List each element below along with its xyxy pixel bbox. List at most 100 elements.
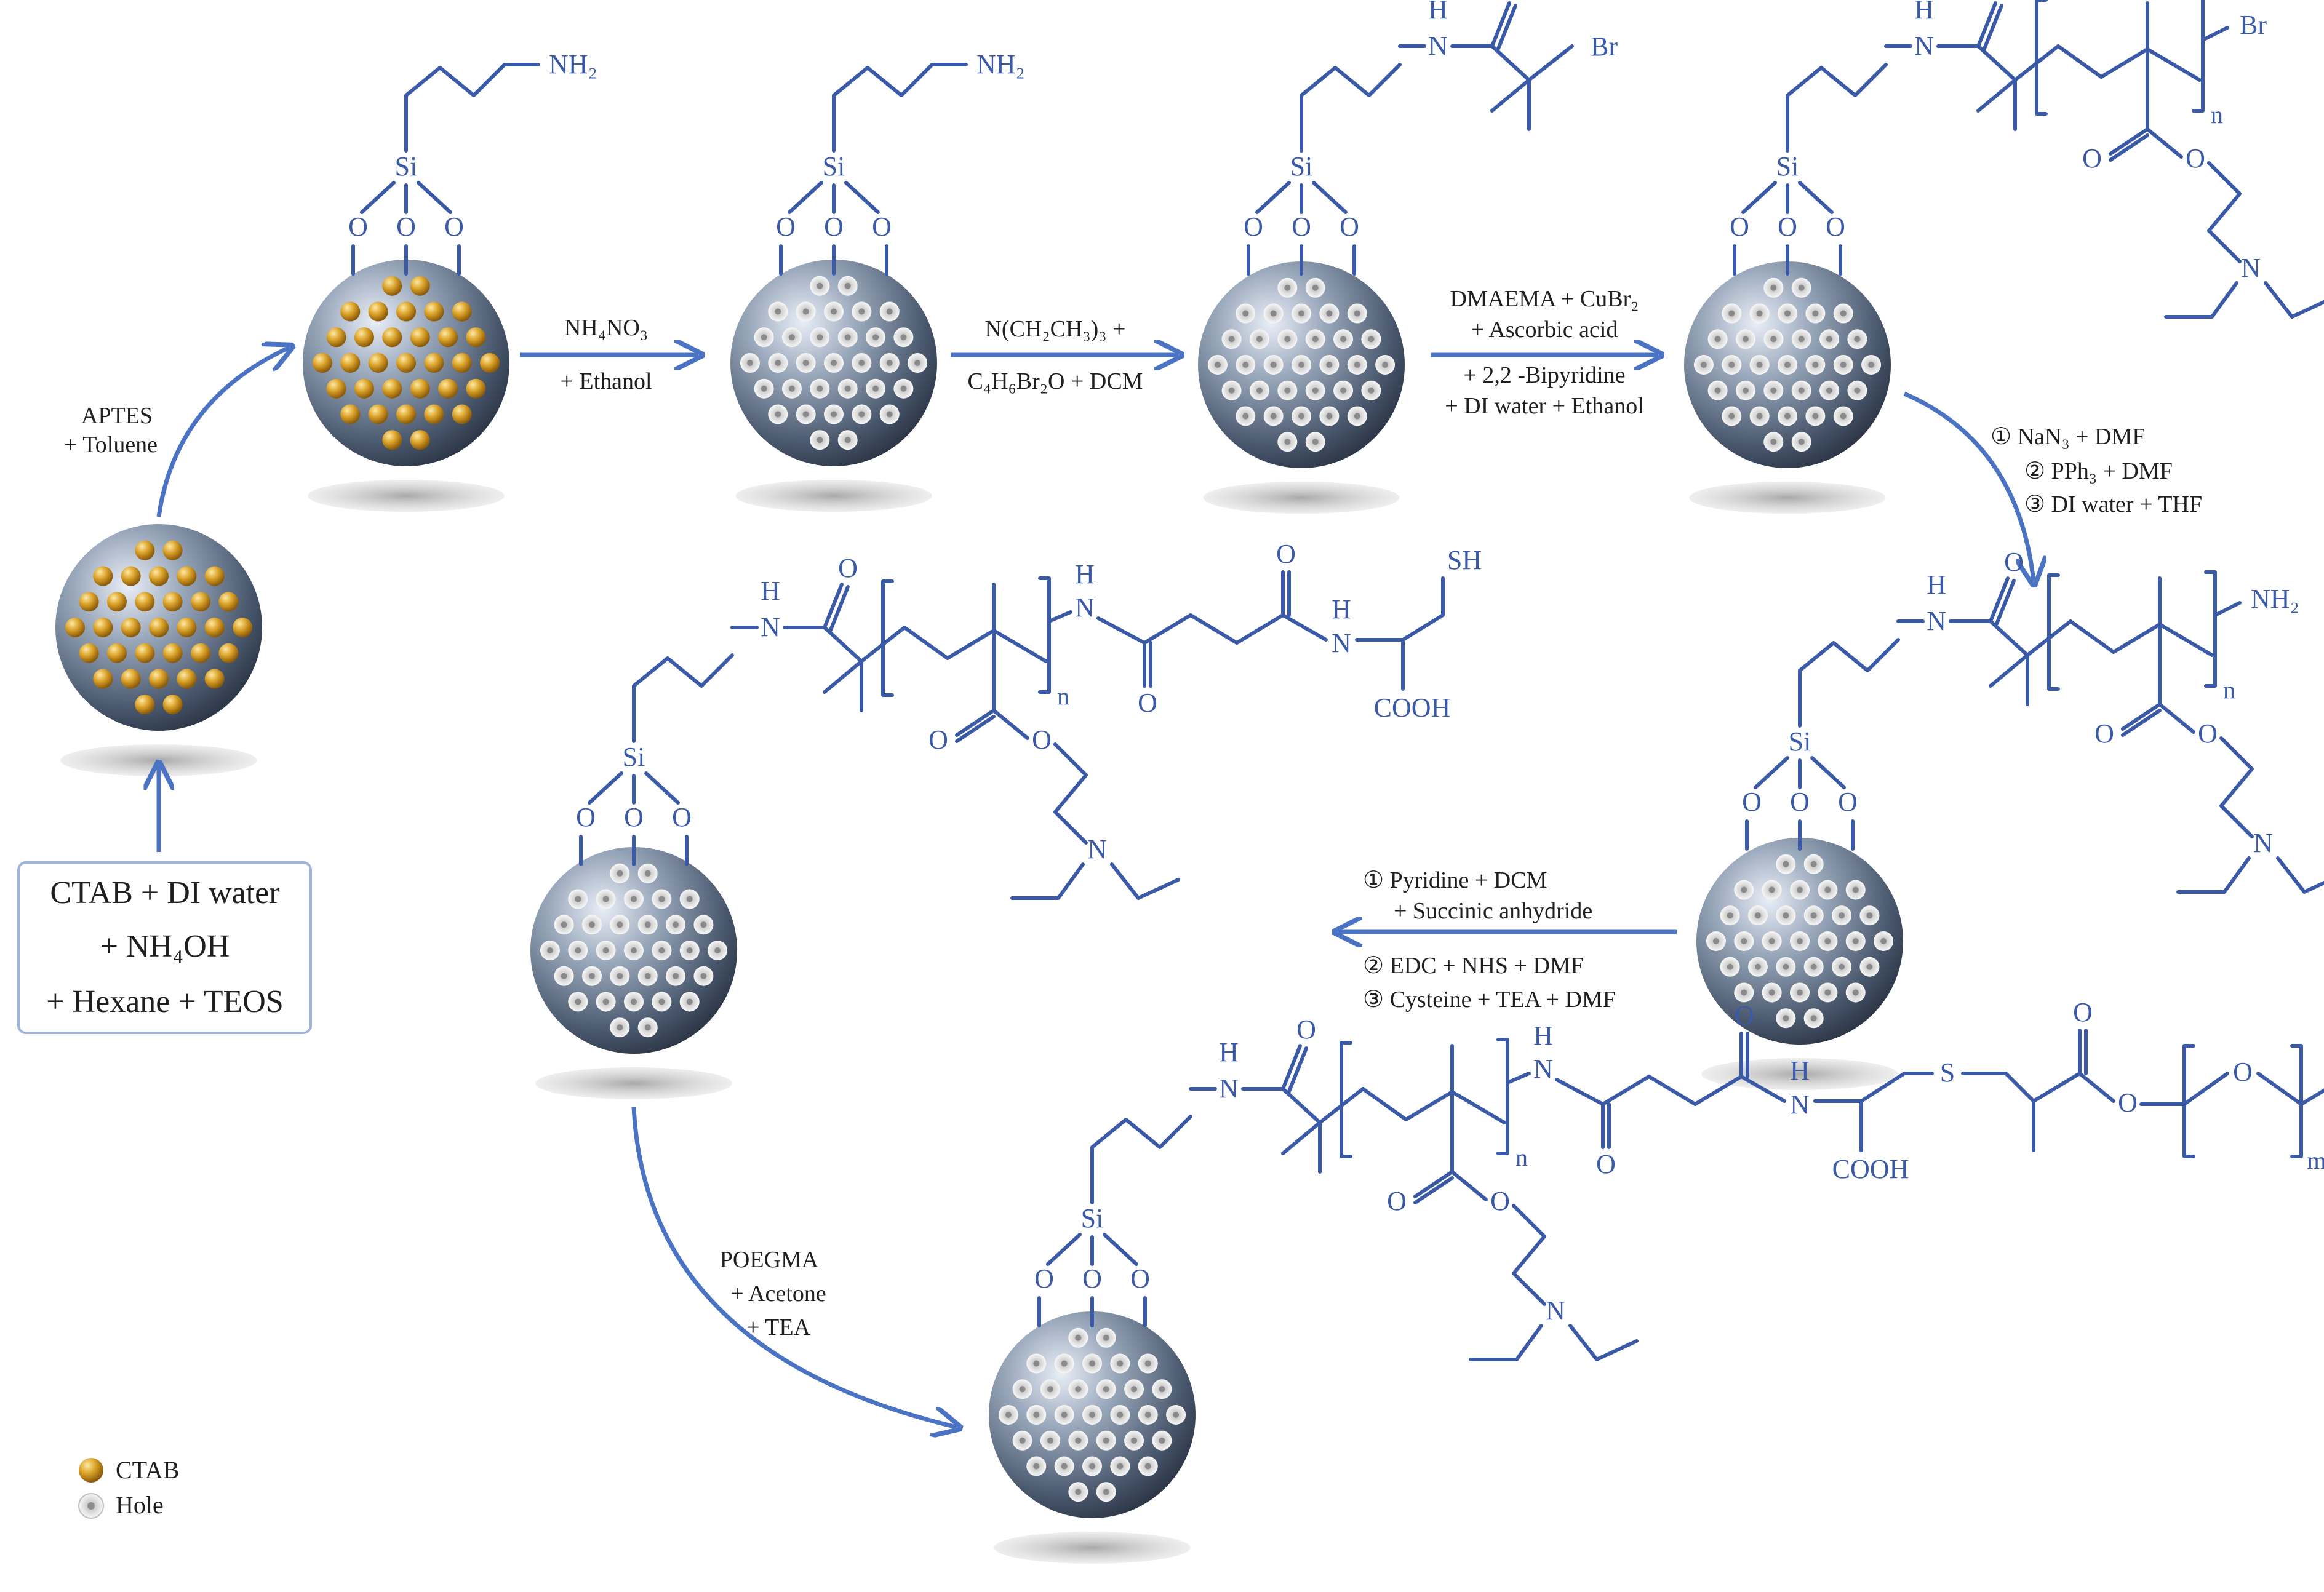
ctab-particle xyxy=(121,566,141,586)
amide-hydrogen: H xyxy=(761,576,780,606)
ctab-particle xyxy=(424,301,444,322)
arrow-step5 xyxy=(1903,391,2034,581)
pore-hole-center xyxy=(1144,1360,1151,1367)
legend-hole-center xyxy=(87,1502,95,1510)
pore-hole-center xyxy=(1852,938,1859,944)
pore-hole-center xyxy=(775,360,781,366)
thioether-sulfur: S xyxy=(1940,1057,1955,1088)
pore-hole-center xyxy=(1866,912,1873,919)
pore-hole-center xyxy=(858,411,865,418)
methyl xyxy=(823,659,863,694)
step4-line-1: DMAEMA + CuBr₂ xyxy=(1450,286,1639,312)
oxygen-right: O xyxy=(872,212,892,242)
pore-hole-center xyxy=(802,411,809,418)
bond xyxy=(1401,576,1445,642)
pore-hole-center xyxy=(700,921,707,928)
start-box xyxy=(17,861,312,1034)
pore-hole-center xyxy=(1061,1412,1068,1418)
pore-hole-center xyxy=(872,334,879,341)
pore-hole-center xyxy=(1284,336,1291,343)
pore-hole-center xyxy=(1797,989,1803,996)
ctab-particle xyxy=(204,618,225,637)
pore-hole-center xyxy=(1700,362,1707,368)
bond xyxy=(2099,47,2149,79)
pore-hole-center xyxy=(617,1024,623,1031)
sphere-aptes-functionalized xyxy=(303,260,509,512)
bond xyxy=(2256,1072,2303,1106)
pore-hole-center xyxy=(1075,1489,1082,1495)
amide-hydrogen-2: H xyxy=(1533,1021,1553,1051)
pore-hole-center xyxy=(1256,387,1263,394)
methacrylate-oxygen: O xyxy=(2073,997,2093,1027)
bond xyxy=(2069,619,2115,654)
pore-hole-center xyxy=(1312,336,1319,343)
carbonyl-double-bond xyxy=(1287,1046,1308,1093)
pore-hole-center xyxy=(1824,938,1831,944)
pore-hole-center xyxy=(1770,439,1777,445)
ctab-particle xyxy=(93,566,113,586)
pore-hole-center xyxy=(1256,336,1263,343)
ester-oxygen: O xyxy=(1490,1186,1510,1216)
step4-line-2: + Ascorbic acid xyxy=(1471,317,1618,343)
oxygen-center: O xyxy=(624,802,644,832)
cysteine-nitrogen: N xyxy=(1332,628,1351,658)
pore-hole-center xyxy=(1797,938,1803,944)
thiol-group: SH xyxy=(1447,545,1482,575)
step5-line-2: ② PPh₃ + DMF xyxy=(2024,458,2173,484)
pore-hole-center xyxy=(1852,989,1859,996)
succinyl-oxygen-1: O xyxy=(1596,1149,1616,1179)
bond xyxy=(1506,1072,1531,1085)
step5-line-3: ③ DI water + THF xyxy=(2024,492,2202,517)
step6-line-3: ② EDC + NHS + DMF xyxy=(1363,953,1584,979)
pore-hole-center xyxy=(588,973,595,979)
bond xyxy=(2146,127,2183,159)
step5-line-1: ① NaN₃ + DMF xyxy=(1991,424,2145,450)
bond xyxy=(1404,1090,1454,1121)
pore-hole-center xyxy=(1756,362,1763,368)
pore-hole-center xyxy=(1228,336,1235,343)
propyl-chain xyxy=(1090,1115,1192,1204)
bond xyxy=(844,181,880,214)
pore-hole-center xyxy=(1326,310,1333,317)
pore-hole-center xyxy=(1826,336,1833,343)
amide-nitrogen: N xyxy=(1428,31,1448,61)
methyl xyxy=(1989,653,2029,688)
oxygen-right: O xyxy=(1838,787,1858,817)
ctab-particle xyxy=(135,695,155,715)
pore-hole-center xyxy=(700,973,707,979)
legend-hole-label: Hole xyxy=(116,1491,164,1519)
bracket-right xyxy=(1496,1038,1509,1155)
bond xyxy=(1189,613,1239,645)
pore-hole-center xyxy=(1242,310,1249,317)
bond xyxy=(1859,1072,1934,1103)
pore-hole-center xyxy=(1756,413,1763,420)
pore-hole-center xyxy=(914,360,921,366)
methyl xyxy=(1976,78,2017,113)
bond xyxy=(417,181,452,214)
dimethylamino-nitrogen: N xyxy=(1087,834,1107,864)
ctab-particle xyxy=(340,353,361,373)
cysteine-nitrogen: N xyxy=(1790,1089,1810,1120)
repeat-subscript-n: n xyxy=(2223,676,2235,704)
pore-hole-center xyxy=(817,385,823,392)
bond xyxy=(1235,613,1285,645)
bond xyxy=(1527,44,1574,82)
sphere-amine-terminated xyxy=(1696,838,1903,1090)
pore-hole-center xyxy=(1854,336,1861,343)
pore-hole-center xyxy=(714,947,721,953)
step7-line-2: + Acetone xyxy=(730,1281,826,1307)
arrow-step7 xyxy=(631,1107,957,1427)
pore-hole-center xyxy=(1284,387,1291,394)
sphere-poegma-conjugated xyxy=(989,1311,1196,1564)
bond xyxy=(2078,1072,2115,1103)
bond xyxy=(1739,1075,1786,1103)
bromine-label: Br xyxy=(1591,31,1618,62)
pore-hole-center xyxy=(1284,439,1291,445)
pore-hole-center xyxy=(1798,387,1805,394)
bond xyxy=(1450,1090,1506,1124)
pore-hole-center xyxy=(1354,362,1360,368)
sphere-ctab-template xyxy=(55,524,262,776)
start-box-line-3: + Hexane + TEOS xyxy=(46,984,284,1019)
ctab-particle xyxy=(340,301,361,322)
